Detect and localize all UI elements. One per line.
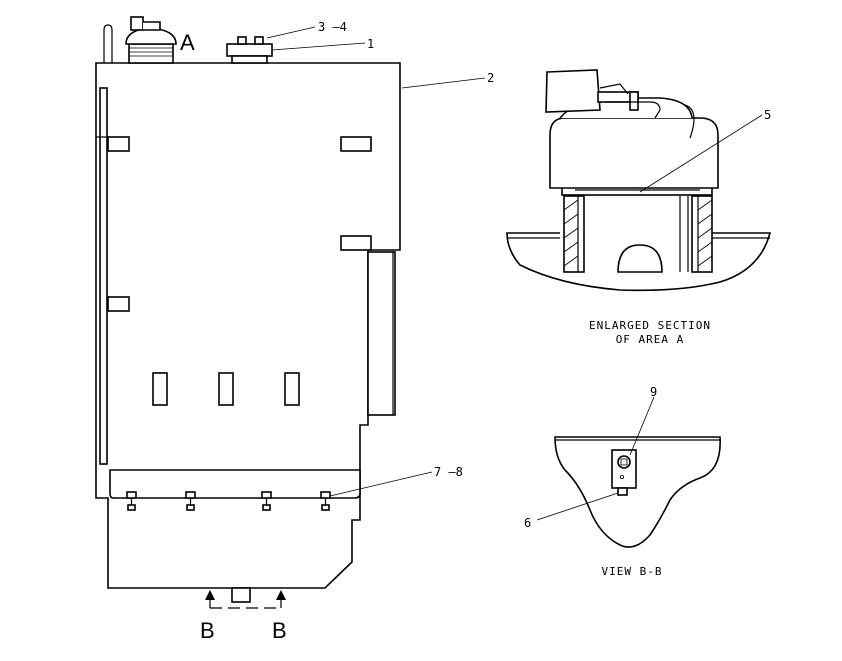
tank-side-strip [367, 251, 396, 416]
drain-plug-square [620, 458, 628, 466]
cover-bolt [320, 491, 331, 511]
view-bb-outline [554, 436, 721, 548]
label-section-b-left: B [200, 618, 215, 643]
label-view-a: A [180, 30, 195, 55]
section-cap-body [549, 117, 719, 189]
label-item-7-8: 7 —8 [434, 465, 463, 479]
tank-body-outline [95, 62, 401, 589]
view-b-b [536, 396, 721, 548]
leader-6 [536, 492, 619, 521]
mount-tab [107, 296, 130, 312]
neck-wall-left [563, 195, 585, 273]
label-item-6: 6 [524, 516, 531, 530]
bottom-cover-plate [109, 469, 361, 499]
tank-slot [218, 372, 234, 406]
leader-5 [639, 114, 763, 193]
tank-slot [284, 372, 300, 406]
cover-bolt [185, 491, 196, 511]
mount-tab [340, 136, 372, 152]
tank-top-tube [103, 24, 113, 63]
cover-bolt [126, 491, 137, 511]
top-cover-plate [226, 36, 273, 64]
drain-plug [617, 455, 631, 469]
tank-slot [152, 372, 168, 406]
caption-view-bb: VIEW B-B [602, 565, 663, 578]
tank-main-view [95, 16, 486, 609]
mount-tab [107, 136, 130, 152]
bracket-hole [620, 474, 625, 479]
cover-bolt [261, 491, 272, 511]
leader-3-4 [266, 26, 316, 39]
cap-clip [684, 104, 695, 139]
enlarged-section-a [506, 69, 772, 292]
caption-enlarged-line2: OF AREA A [616, 333, 685, 346]
neck-wall-right [691, 195, 713, 273]
label-item-2: 2 [487, 71, 494, 85]
section-marker-b-b [205, 590, 286, 609]
label-item-1: 1 [367, 37, 374, 51]
neck-opening [617, 244, 663, 273]
cap-lever [545, 69, 661, 119]
drain-fitting [231, 587, 251, 603]
tank-left-rail [99, 87, 108, 465]
leader-2 [401, 77, 486, 89]
mount-tab [340, 235, 372, 251]
leader-9 [629, 396, 655, 456]
label-item-3-4: 3 —4 [318, 20, 347, 34]
label-item-9: 9 [650, 385, 657, 399]
view-bb-bolt [617, 487, 628, 496]
label-section-b-right: B [272, 618, 287, 643]
caption-enlarged-line1: ENLARGED SECTION [589, 319, 711, 332]
leader-1 [271, 42, 366, 51]
filler-cap [125, 16, 177, 64]
leader-7-8 [329, 471, 433, 497]
label-item-5: 5 [764, 108, 771, 122]
